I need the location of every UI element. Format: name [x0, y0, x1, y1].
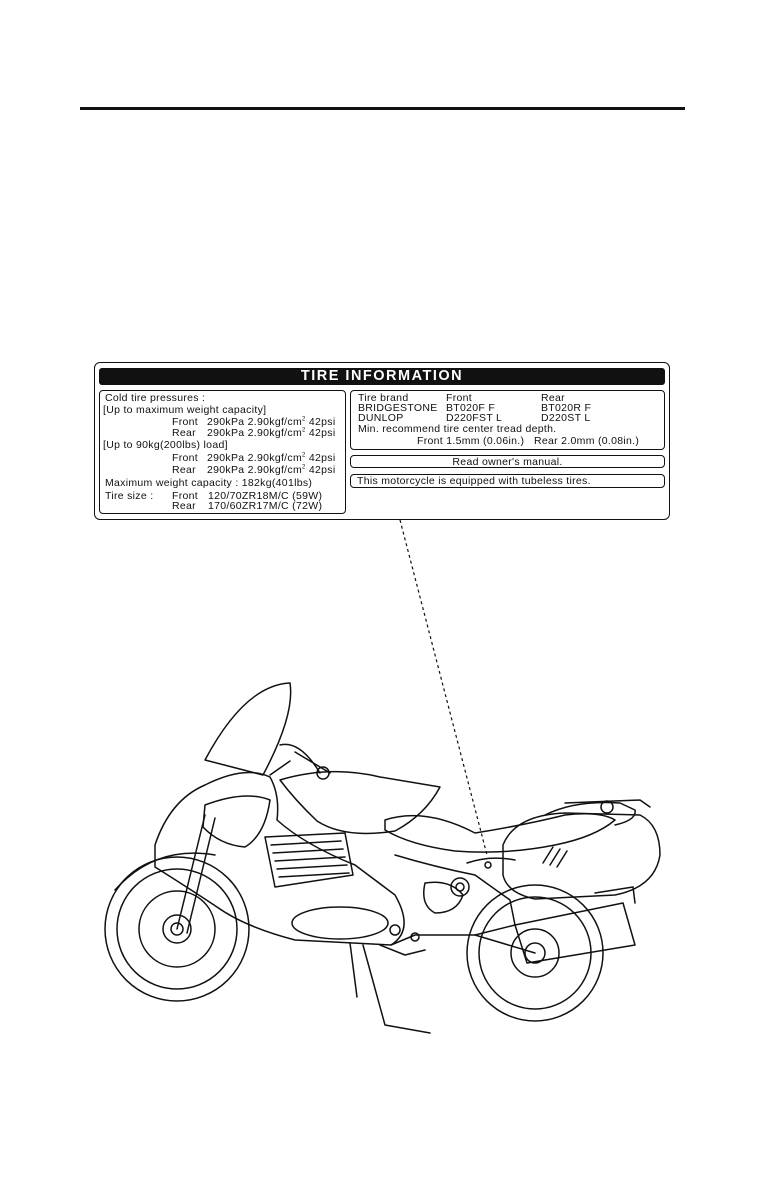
tire-size-front: 120/70ZR18M/C (59W): [208, 490, 323, 502]
brand-bridgestone: BRIDGESTONE: [358, 402, 438, 414]
read-manual-box: Read owner's manual.: [350, 455, 665, 468]
rear-label: Rear: [172, 464, 196, 476]
pressure-value: 290kPa 2.90kgf/cm2 42psi: [207, 427, 336, 439]
bridgestone-front: BT020F F: [446, 402, 496, 414]
tire-information-label: TIRE INFORMATION Cold tire pressures : […: [94, 362, 670, 520]
load-90kg-heading: [Up to 90kg(200lbs) load]: [103, 439, 228, 451]
tread-rear: Rear 2.0mm (0.08in.): [534, 435, 640, 447]
tire-brand-box: Tire brand Front Rear BRIDGESTONE BT020F…: [350, 390, 665, 450]
tire-brand-label: Tire brand: [358, 392, 409, 404]
max-capacity-heading: [Up to maximum weight capacity]: [103, 404, 267, 416]
tread-depth-heading: Min. recommend tire center tread depth.: [358, 423, 557, 435]
front-label: Front: [172, 416, 199, 428]
front-label: Front: [172, 452, 199, 464]
front-header: Front: [446, 392, 473, 404]
pressure-box: Cold tire pressures : [Up to maximum wei…: [99, 390, 346, 514]
header-rule: [80, 107, 685, 110]
rear-label: Rear: [172, 427, 196, 439]
tire-size-rear: 170/60ZR17M/C (72W): [208, 500, 323, 512]
pressure-value: 290kPa 2.90kgf/cm2 42psi: [207, 416, 336, 428]
tire-size-label: Tire size :: [105, 490, 154, 502]
max-weight-capacity: Maximum weight capacity : 182kg(401lbs): [105, 477, 313, 489]
pressure-value: 290kPa 2.90kgf/cm2 42psi: [207, 452, 336, 464]
rear-label: Rear: [172, 500, 196, 512]
dunlop-front: D220FST L: [446, 412, 503, 424]
label-title: TIRE INFORMATION: [99, 368, 665, 385]
front-label: Front: [172, 490, 199, 502]
bridgestone-rear: BT020R F: [541, 402, 592, 414]
cold-pressure-heading: Cold tire pressures :: [105, 392, 206, 404]
tread-front: Front 1.5mm (0.06in.): [417, 435, 525, 447]
tubeless-box: This motorcycle is equipped with tubeles…: [350, 474, 665, 488]
dunlop-rear: D220ST L: [541, 412, 591, 424]
brand-dunlop: DUNLOP: [358, 412, 404, 424]
pressure-value: 290kPa 2.90kgf/cm2 42psi: [207, 464, 336, 476]
motorcycle-illustration: [104, 682, 661, 1034]
rear-header: Rear: [541, 392, 565, 404]
